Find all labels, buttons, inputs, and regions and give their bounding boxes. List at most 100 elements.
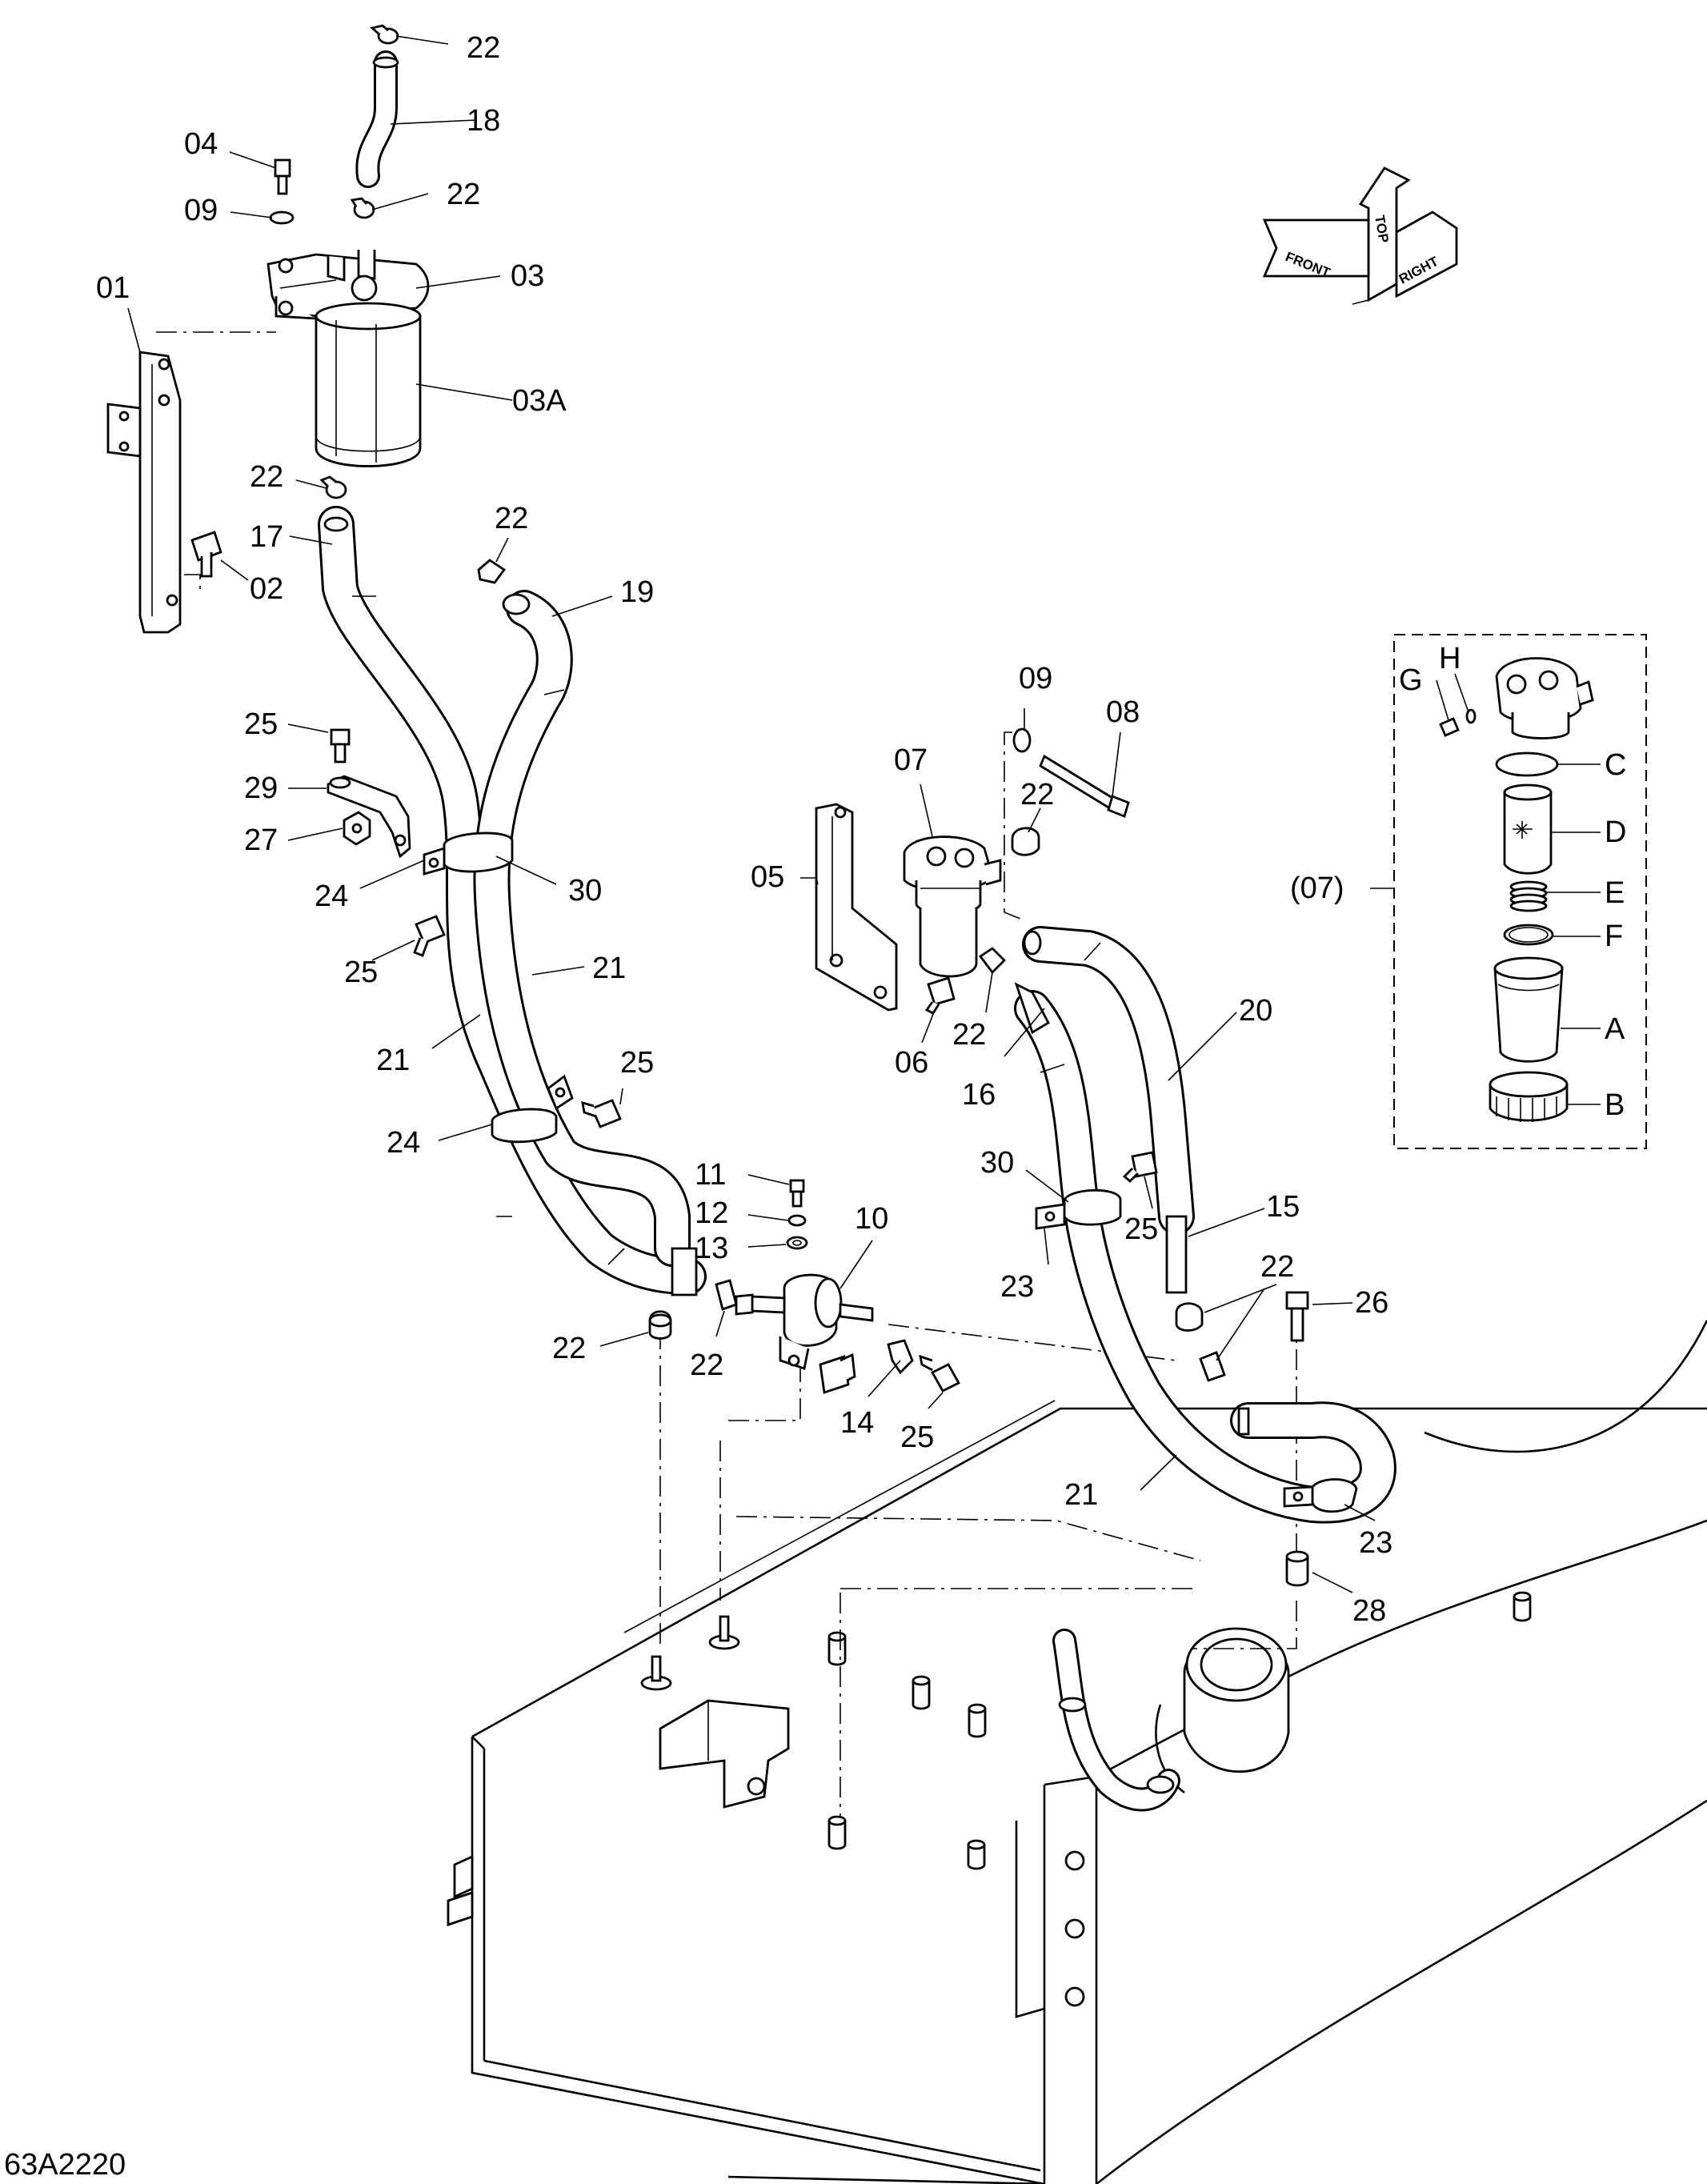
hose-19 bbox=[473, 590, 691, 1267]
hose-19-end bbox=[671, 1247, 698, 1296]
callout-30: 30 bbox=[568, 874, 602, 908]
callout-12: 12 bbox=[695, 1196, 728, 1230]
callout-08: 08 bbox=[1106, 695, 1140, 729]
hose-16-marker bbox=[1040, 1064, 1065, 1073]
callout-22: 22 bbox=[952, 1018, 986, 1052]
clamp-22-top bbox=[370, 24, 399, 45]
washer-09-lower bbox=[1012, 727, 1032, 753]
callout-04: 04 bbox=[184, 127, 218, 161]
callout-28: 28 bbox=[1352, 1594, 1386, 1628]
hose-sleeve-markers bbox=[352, 595, 625, 1265]
callout-18: 18 bbox=[467, 104, 500, 138]
callout-24: 24 bbox=[387, 1126, 420, 1160]
clamp-22-right-a bbox=[1175, 1302, 1204, 1332]
hose-18 bbox=[355, 50, 399, 188]
bolt-06 bbox=[924, 976, 956, 1015]
inset-label-f: F bbox=[1605, 920, 1623, 953]
bolt-08 bbox=[1039, 754, 1130, 818]
callout-22: 22 bbox=[552, 1332, 586, 1365]
hose-21-end bbox=[1237, 1407, 1250, 1436]
callout-25: 25 bbox=[244, 707, 278, 741]
filter-cartridge-03A bbox=[315, 302, 422, 467]
callout-17: 17 bbox=[250, 520, 283, 554]
bolt-25-right bbox=[1122, 1151, 1158, 1183]
clamp-band-24-lower bbox=[491, 1074, 574, 1144]
inset-screw-g bbox=[1439, 717, 1460, 737]
clamp-band-30-right bbox=[1035, 1188, 1122, 1230]
callout-23: 23 bbox=[1359, 1526, 1392, 1560]
callout-22: 22 bbox=[467, 31, 500, 65]
callout-25: 25 bbox=[620, 1046, 654, 1080]
inset-ring-f-inner bbox=[1509, 927, 1549, 943]
inset-label-d: D bbox=[1605, 815, 1626, 849]
inset-labels: (07) G H C D E F A B bbox=[1290, 642, 1626, 1122]
callout-26: 26 bbox=[1355, 1286, 1388, 1320]
callout-07: 07 bbox=[894, 743, 928, 777]
inset-label-h: H bbox=[1439, 642, 1461, 675]
bolt-25-upper bbox=[330, 728, 351, 763]
callout-16: 16 bbox=[962, 1078, 996, 1112]
orientation-arrow: TOP FRONT RIGHT bbox=[1262, 166, 1458, 305]
inset-07 bbox=[1370, 634, 1647, 1149]
bolt-25-mid bbox=[413, 915, 446, 957]
clamp-22-hose18-lower bbox=[350, 197, 375, 219]
bolt-26 bbox=[1285, 1291, 1309, 1342]
clamp-22-filter07 bbox=[1011, 827, 1040, 856]
bolt-25-pump bbox=[919, 1354, 960, 1393]
tank-bosses bbox=[640, 1591, 1532, 1870]
clamp-22-hose19-end bbox=[648, 1310, 672, 1340]
inset-label-c: C bbox=[1605, 748, 1626, 782]
callout-21: 21 bbox=[1064, 1478, 1098, 1512]
inset-filter-head bbox=[1495, 657, 1594, 739]
hose-16-21 bbox=[1014, 982, 1396, 1524]
leader-lines bbox=[127, 35, 1601, 1593]
clamp-22-pump bbox=[715, 1279, 738, 1311]
collar-28 bbox=[1285, 1550, 1309, 1587]
washer-13-inner bbox=[792, 1240, 802, 1246]
bolt-11 bbox=[789, 1179, 805, 1208]
inset-label-a: A bbox=[1605, 1012, 1625, 1046]
clamp-band-30-left bbox=[423, 832, 514, 876]
inset-ring-nut-b bbox=[1489, 1071, 1569, 1122]
water-separator-07 bbox=[903, 836, 1002, 978]
callout-06: 06 bbox=[895, 1046, 928, 1080]
electric-pump-10 bbox=[735, 1273, 874, 1370]
callout-21: 21 bbox=[376, 1044, 410, 1077]
clamp-22-filter-bottom bbox=[319, 475, 347, 499]
hose-15-end bbox=[1165, 1215, 1188, 1294]
inset-ring-f bbox=[1503, 924, 1554, 946]
callout-05: 05 bbox=[751, 860, 784, 894]
callout-22: 22 bbox=[1020, 778, 1054, 811]
inset-oring-h bbox=[1465, 708, 1477, 724]
bracket-05 bbox=[815, 803, 898, 1012]
callout-14: 14 bbox=[840, 1406, 874, 1440]
filter-head-03 bbox=[266, 250, 430, 320]
bolt-02 bbox=[190, 531, 222, 578]
bolt-04 bbox=[274, 158, 291, 195]
inset-spring-e bbox=[1509, 880, 1548, 912]
callout-20: 20 bbox=[1239, 994, 1272, 1028]
callout-19: 19 bbox=[620, 575, 654, 609]
hose-17 bbox=[318, 506, 707, 1295]
washer-09-upper bbox=[269, 210, 295, 225]
inset-bowl-a bbox=[1493, 956, 1564, 1063]
washer-13 bbox=[786, 1236, 808, 1250]
clamp-22-right-b bbox=[1199, 1351, 1226, 1382]
callout-10: 10 bbox=[855, 1202, 888, 1236]
callout-03: 03 bbox=[511, 259, 544, 293]
callout-09: 09 bbox=[1019, 662, 1052, 695]
callout-15: 15 bbox=[1266, 1190, 1300, 1224]
callout-13: 13 bbox=[695, 1232, 728, 1265]
callout-23: 23 bbox=[1000, 1270, 1034, 1304]
hose-20-15 bbox=[1022, 926, 1195, 1235]
bolt-25-lower bbox=[581, 1099, 622, 1128]
drawing-code: 63A2220 bbox=[4, 2148, 126, 2182]
inset-label-07: (07) bbox=[1290, 872, 1344, 905]
callout-22: 22 bbox=[495, 502, 528, 535]
inset-element-d bbox=[1503, 783, 1553, 875]
inset-oring-c bbox=[1495, 751, 1559, 777]
callout-22: 22 bbox=[250, 460, 283, 494]
callout-11: 11 bbox=[695, 1158, 726, 1192]
callout-25: 25 bbox=[900, 1421, 934, 1454]
